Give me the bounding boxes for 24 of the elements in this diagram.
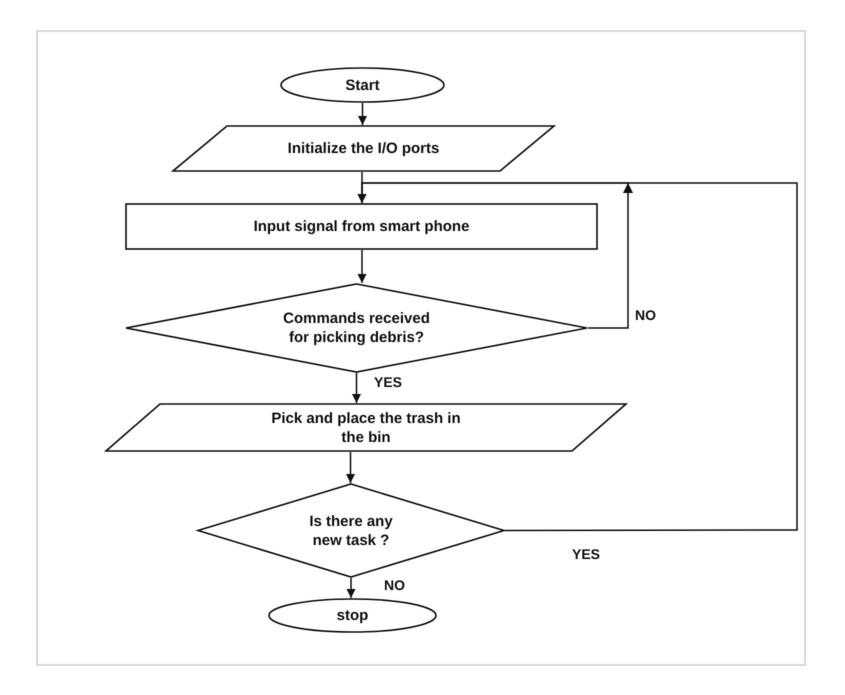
node-label: Commands received for picking debris? [282, 309, 431, 347]
node-label: Initialize the I/O ports [288, 139, 440, 158]
connector-arrow [358, 182, 798, 532]
connector-arrow [358, 250, 366, 283]
node-label: Pick and place the trash in the bin [270, 408, 462, 446]
connector-arrow [352, 373, 361, 403]
edge-label: NO [633, 307, 658, 323]
edge-label: YES [570, 546, 602, 562]
connector-arrow [358, 103, 367, 125]
process-box [125, 203, 598, 250]
node-label: Start [345, 76, 380, 94]
node-label: stop [336, 606, 368, 625]
node-label: Is there any new task ? [308, 512, 394, 550]
edge-label: NO [382, 577, 407, 593]
io-parallelogram [105, 403, 627, 452]
terminal-oval [280, 67, 445, 103]
node-label: Input signal from smart phone [254, 217, 470, 236]
connector-arrow [346, 452, 355, 483]
edge-label: YES [372, 374, 404, 390]
decision-diamond [125, 283, 588, 373]
decision-diamond [197, 483, 505, 578]
io-parallelogram [172, 125, 555, 172]
terminal-oval [268, 598, 437, 633]
connector-arrow [346, 578, 356, 598]
